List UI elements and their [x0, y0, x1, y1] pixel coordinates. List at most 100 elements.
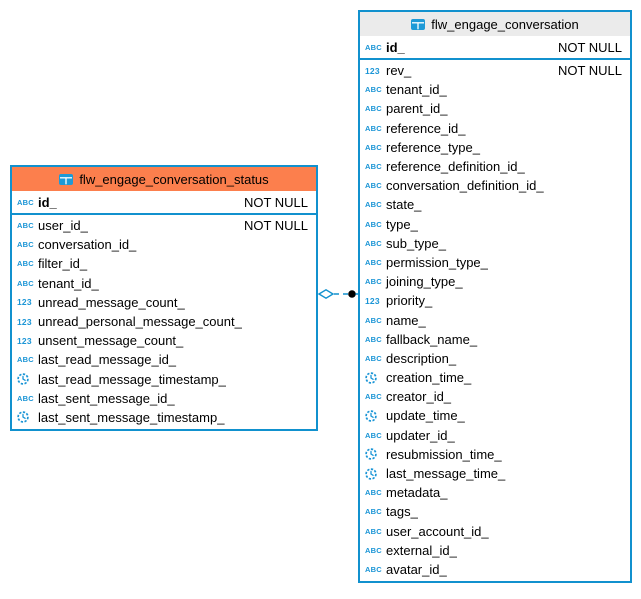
column-name: last_read_message_id_: [38, 352, 177, 368]
column-name: priority_: [386, 293, 433, 309]
column-row-creation_time_[interactable]: creation_time_: [360, 368, 630, 387]
column-name: state_: [386, 197, 422, 213]
numeric-123-icon: 123: [17, 316, 32, 327]
text-abc-icon: ABC: [365, 392, 382, 402]
timestamp-clock-icon: [365, 371, 386, 384]
text-abc-icon: ABC: [365, 507, 382, 517]
column-name: updater_id_: [386, 427, 455, 443]
column-name: rev_: [386, 63, 412, 79]
text-abc-icon: ABC: [365, 488, 382, 498]
timestamp-clock-icon: [365, 467, 386, 480]
text-abc-icon: ABC: [365, 162, 382, 172]
text-abc-icon: ABC: [17, 393, 34, 403]
numeric-123-icon: 123: [17, 335, 32, 346]
column-row-filter_id_[interactable]: ABC filter_id_: [12, 254, 316, 273]
column-row-avatar_id_[interactable]: ABC avatar_id_: [360, 560, 630, 579]
column-name: id_: [38, 194, 57, 210]
column-row-permission_type_[interactable]: ABC permission_type_: [360, 253, 630, 272]
column-row-unread_personal_message_count_[interactable]: 123 unread_personal_message_count_: [12, 312, 316, 331]
text-abc-icon: ABC: [365, 181, 382, 191]
text-abc-icon: ABC: [17, 259, 34, 269]
text-abc-icon: ABC: [365, 564, 382, 574]
column-name: tenant_id_: [386, 82, 447, 98]
entity-title: flw_engage_conversation_status: [79, 171, 269, 187]
column-row-resubmission_time_[interactable]: resubmission_time_: [360, 445, 630, 464]
relationship-connector[interactable]: [318, 285, 358, 303]
column-row-conversation_id_[interactable]: ABC conversation_id_: [12, 235, 316, 254]
column-row-last_sent_message_timestamp_[interactable]: last_sent_message_timestamp_: [12, 408, 316, 427]
column-name: fallback_name_: [386, 331, 478, 347]
column-row-reference_definition_id_[interactable]: ABC reference_definition_id_: [360, 157, 630, 176]
column-row-last_message_time_[interactable]: last_message_time_: [360, 464, 630, 483]
timestamp-clock-icon: [17, 411, 38, 424]
column-name: last_read_message_timestamp_: [38, 371, 226, 387]
column-row-tags_[interactable]: ABC tags_: [360, 502, 630, 521]
column-name: last_sent_message_id_: [38, 390, 175, 406]
column-name: reference_type_: [386, 139, 480, 155]
column-name: filter_id_: [38, 256, 88, 272]
text-abc-icon: ABC: [365, 123, 382, 133]
hollow-diamond-end-icon: [318, 288, 335, 300]
column-constraint: NOT NULL: [557, 39, 622, 55]
column-row-update_time_[interactable]: update_time_: [360, 406, 630, 425]
primary-key-separator: [12, 213, 316, 215]
text-abc-icon: ABC: [365, 42, 382, 52]
column-name: resubmission_time_: [386, 446, 502, 462]
text-abc-icon: ABC: [365, 315, 382, 325]
column-name: tags_: [386, 504, 418, 520]
column-name: conversation_id_: [38, 237, 137, 253]
column-name: avatar_id_: [386, 561, 447, 577]
entity-header[interactable]: flw_engage_conversation_status: [12, 167, 316, 191]
timestamp-clock-icon: [17, 373, 38, 385]
text-abc-icon: ABC: [365, 142, 382, 152]
column-row-updater_id_[interactable]: ABC updater_id_: [360, 426, 630, 445]
column-name: permission_type_: [386, 254, 488, 270]
column-name: reference_definition_id_: [386, 159, 525, 175]
entity-header[interactable]: flw_engage_conversation: [360, 12, 630, 36]
column-row-last_read_message_timestamp_[interactable]: last_read_message_timestamp_: [12, 370, 316, 389]
text-abc-icon: ABC: [365, 219, 382, 229]
text-abc-icon: ABC: [365, 257, 382, 267]
column-row-id_[interactable]: ABC id_ NOT NULL: [360, 37, 630, 57]
text-abc-icon: ABC: [17, 240, 34, 250]
text-abc-icon: ABC: [17, 278, 34, 288]
table-icon: [59, 173, 74, 185]
text-abc-icon: ABC: [365, 277, 382, 287]
column-name: unread_message_count_: [38, 294, 185, 310]
column-name: id_: [386, 39, 405, 55]
entity-table-conversation[interactable]: flw_engage_conversation ABC id_ NOT NULL 12…: [358, 10, 632, 584]
column-name: last_sent_message_timestamp_: [38, 409, 225, 425]
column-name: user_id_: [38, 218, 88, 234]
column-row-reference_type_[interactable]: ABC reference_type_: [360, 138, 630, 157]
text-abc-icon: ABC: [17, 197, 34, 207]
column-name: unread_personal_message_count_: [38, 314, 242, 330]
text-abc-icon: ABC: [365, 430, 382, 440]
column-name: description_: [386, 350, 457, 366]
column-row-last_sent_message_id_[interactable]: ABC last_sent_message_id_: [12, 389, 316, 408]
